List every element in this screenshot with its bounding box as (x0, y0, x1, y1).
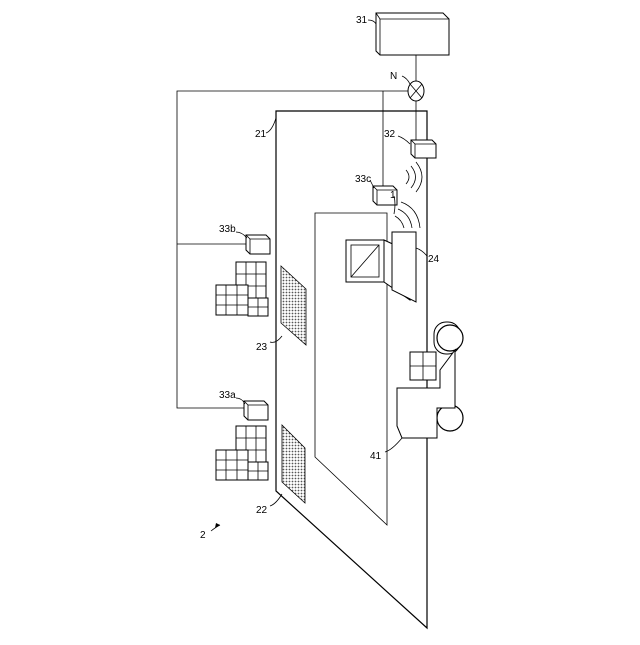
label-network: N (390, 71, 397, 82)
sensor-box-33a (244, 401, 268, 420)
label-area-22: 22 (256, 505, 268, 516)
hatched-area-23 (281, 266, 306, 345)
network-node-icon (408, 81, 424, 101)
hatched-area-22 (282, 425, 305, 503)
label-vehicle: 41 (370, 451, 382, 462)
tablet-device (346, 232, 416, 302)
device-wave-icon (395, 202, 420, 228)
label-device: 1 (390, 190, 396, 201)
label-figure: 2 (200, 530, 206, 541)
sensor-box-33b (246, 235, 270, 254)
label-access-point: 32 (384, 129, 396, 140)
vehicle-forklift (397, 322, 463, 438)
label-server: 31 (356, 15, 368, 26)
server-box (376, 13, 449, 55)
label-sensor-c: 33c (355, 174, 371, 185)
cube-stack-upper (216, 262, 268, 316)
label-tag: 24 (428, 254, 440, 265)
floor-plane (276, 111, 427, 628)
cube-stack-lower (216, 426, 268, 480)
network-wiring (177, 53, 416, 408)
label-sensor-b: 33b (219, 224, 236, 235)
wireless-wave-icon (406, 162, 422, 192)
access-point-box (411, 140, 436, 158)
label-sensor-a: 33a (219, 390, 236, 401)
label-floor: 21 (255, 129, 267, 140)
label-area-23: 23 (256, 342, 268, 353)
